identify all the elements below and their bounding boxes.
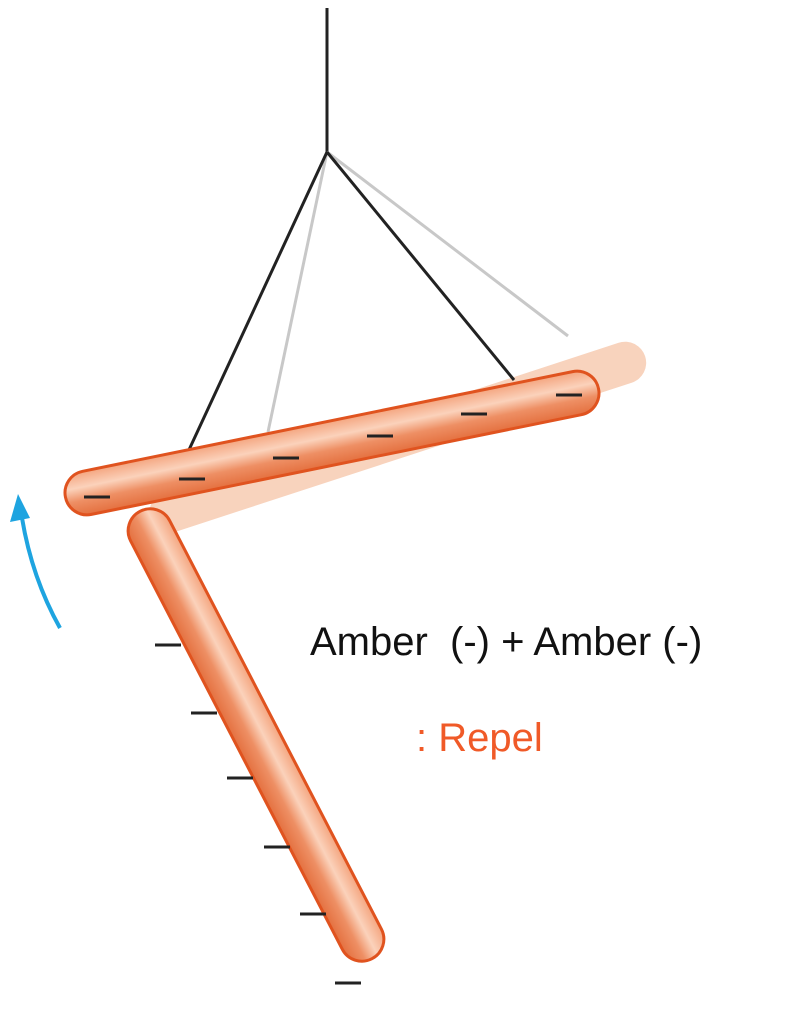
interaction-result: : Repel xyxy=(416,716,543,760)
string-left xyxy=(186,151,329,453)
ghost-string-right xyxy=(326,150,569,338)
lower-rod-charges xyxy=(155,643,361,985)
hanging-rod xyxy=(63,369,601,517)
hanging-rod-charges xyxy=(84,393,582,499)
curved-arrow-up-icon xyxy=(10,494,62,629)
string-right xyxy=(325,151,516,381)
ghost-string-left xyxy=(266,151,329,433)
interaction-equation: Amber (-) + Amber (-) xyxy=(310,620,703,664)
lower-rod xyxy=(126,507,386,963)
